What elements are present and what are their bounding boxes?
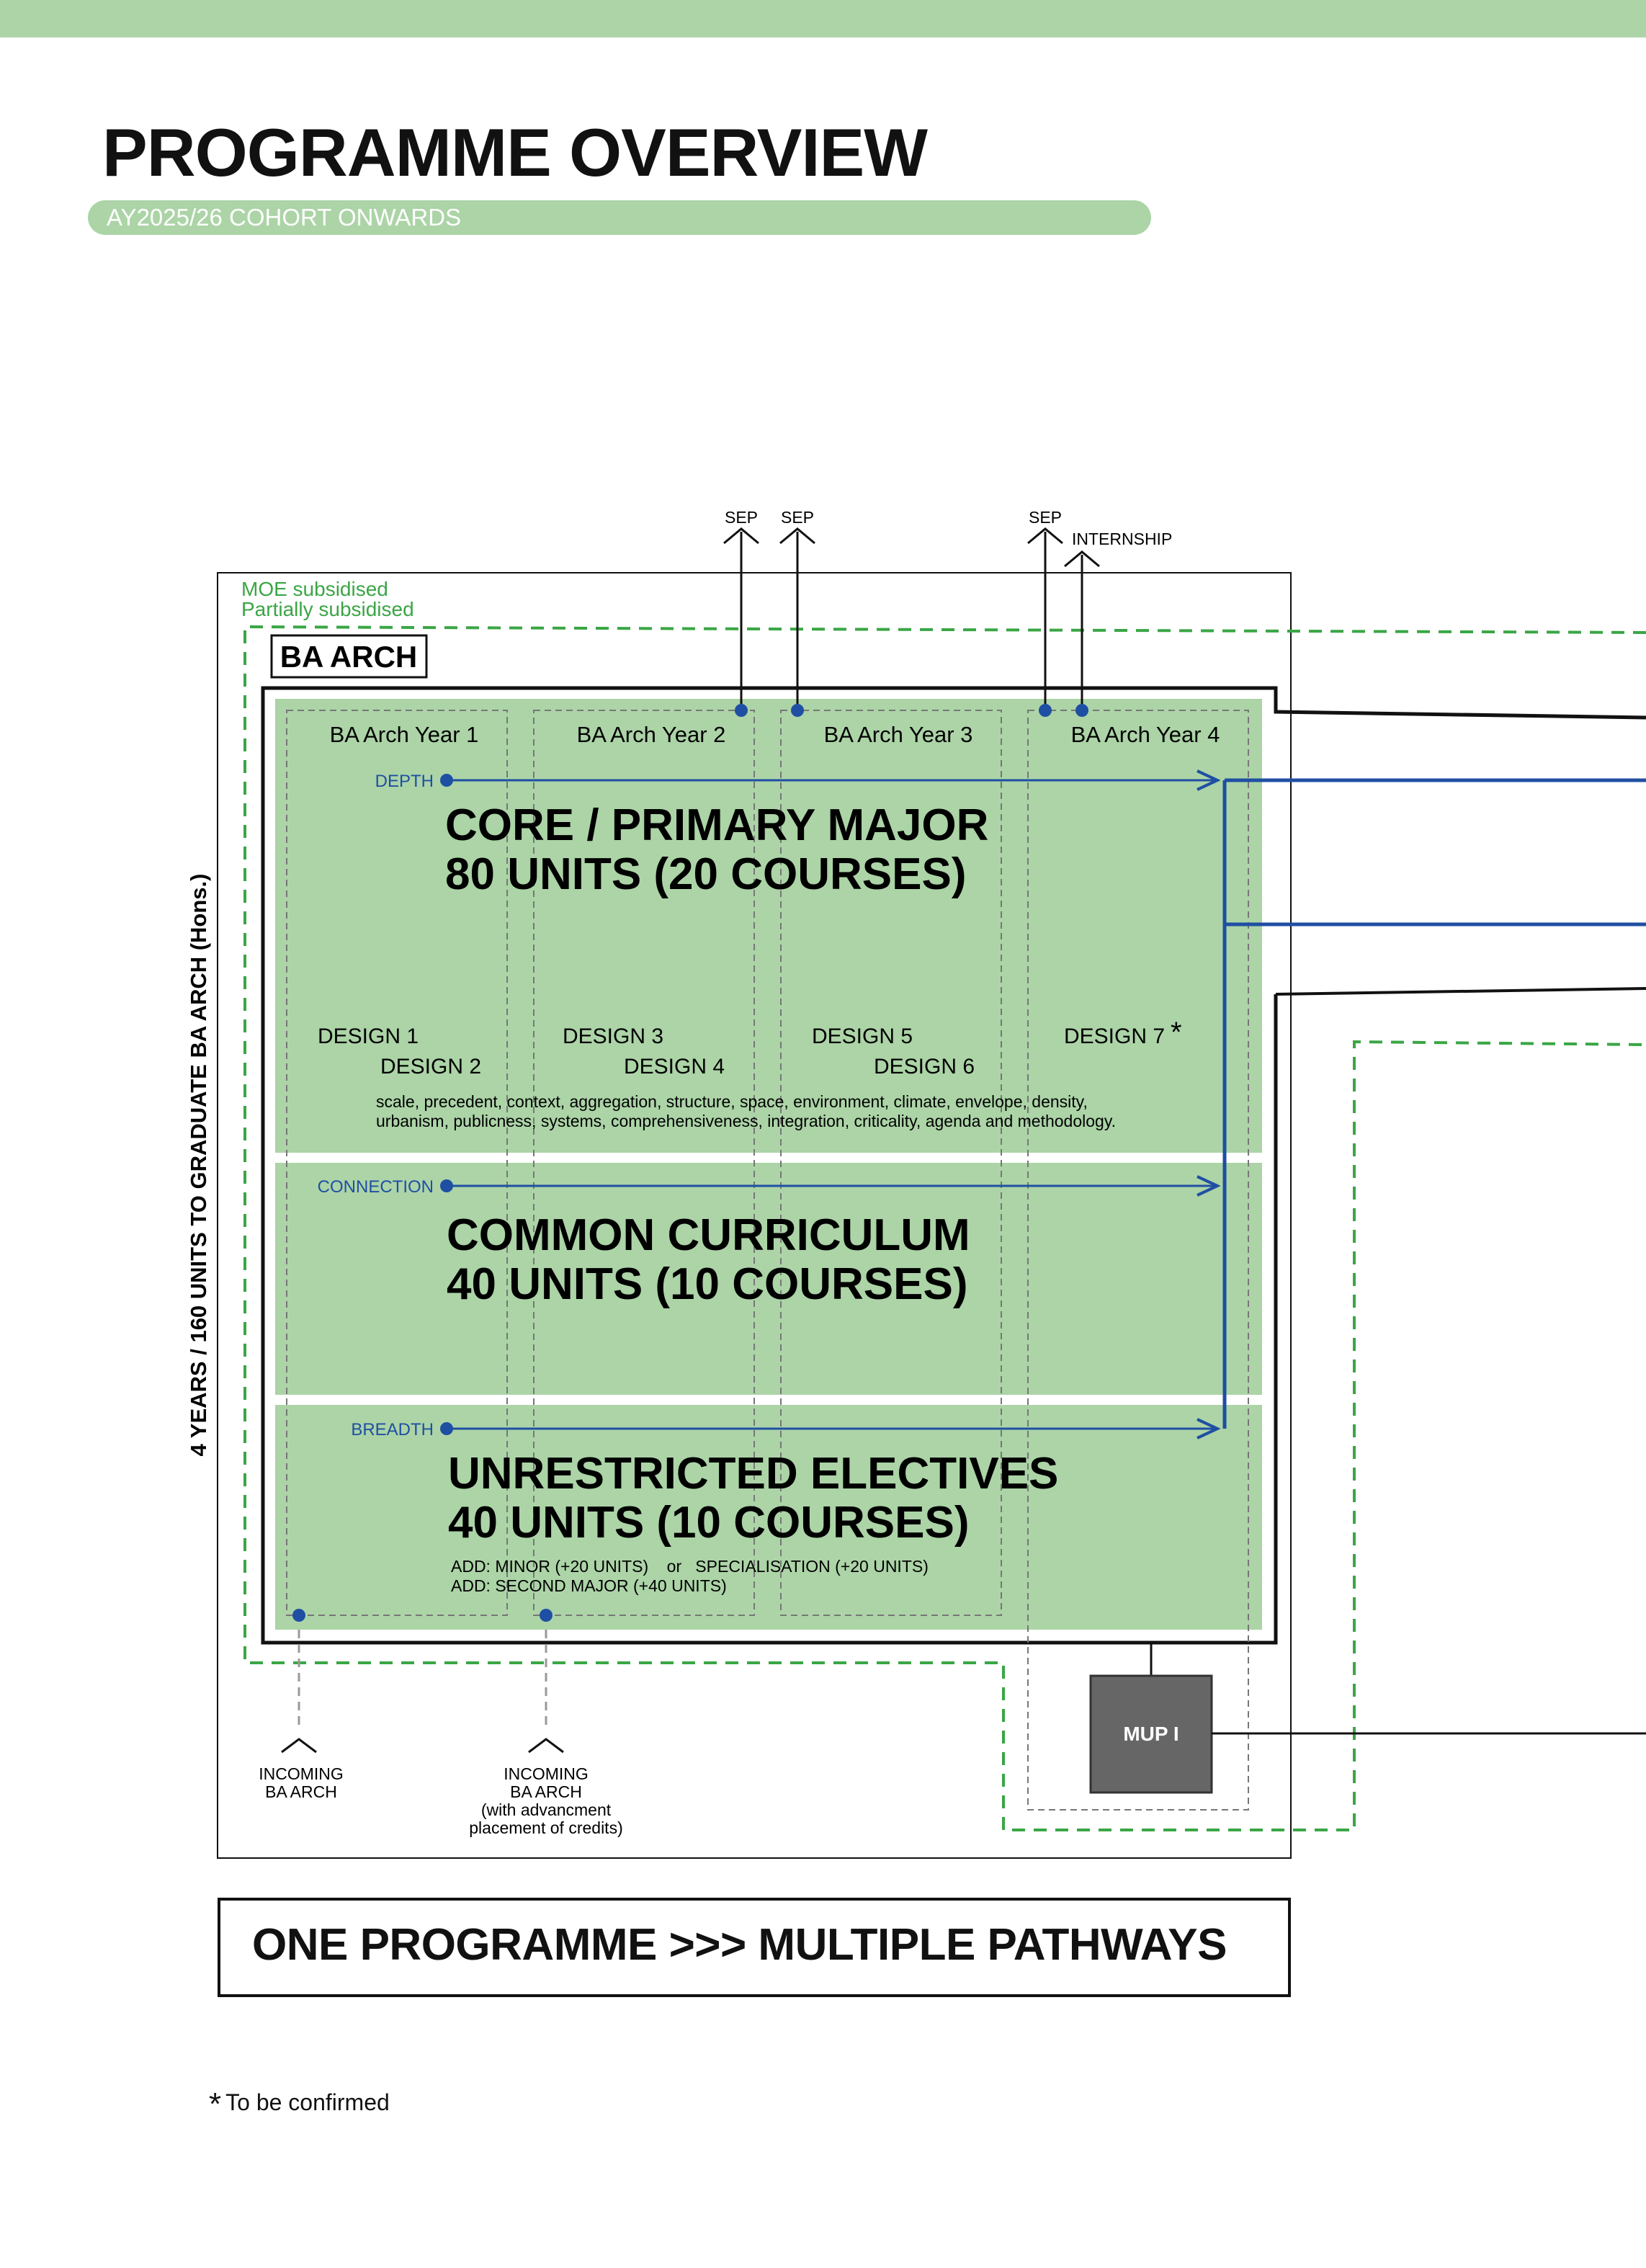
breadth-tag: BREADTH [351, 1420, 434, 1439]
exit-sep-3 [1027, 527, 1063, 710]
year-3-column [780, 710, 1002, 1616]
common-band [275, 1163, 1262, 1395]
tagline-box [218, 1898, 1291, 1997]
design-6: DESIGN 6 [874, 1055, 975, 1079]
depth-tag: DEPTH [375, 772, 434, 791]
core-keywords-line2: urbanism, publicness, systems, comprehen… [376, 1112, 1116, 1130]
incoming-2-line1: INCOMING [504, 1764, 589, 1783]
partial-subsidised-label: Partially subsidised [241, 598, 414, 620]
partial-subsidy-boundary [243, 625, 1646, 1831]
incoming-1-line1: INCOMING [259, 1764, 344, 1783]
exit-sep-2-label: SEP [781, 508, 814, 527]
exit-sep-3-dot [1039, 704, 1052, 717]
electives-add-line2: ADD: SECOND MAJOR (+40 UNITS) [451, 1576, 727, 1595]
incoming-2-dot [540, 1609, 553, 1622]
footnote: *To be confirmed [209, 2086, 390, 2122]
core-title-line1: CORE / PRIMARY MAJOR [445, 800, 988, 850]
year-label-4: BA Arch Year 4 [1071, 722, 1220, 747]
common-title-line2: 40 UNITS (10 COURSES) [447, 1259, 968, 1309]
design-7-tbc-mark: * [1171, 1017, 1182, 1048]
cohort-subtitle: AY2025/26 COHORT ONWARDS [88, 200, 1151, 235]
exit-sep-1-label: SEP [725, 508, 758, 527]
incoming-2-line2: BA ARCH [510, 1782, 582, 1801]
year-label-1: BA Arch Year 1 [330, 722, 479, 747]
mup-label: MUP I [1123, 1723, 1178, 1745]
incoming-2-chevron [528, 1738, 564, 1754]
footnote-text: To be confirmed [225, 2089, 390, 2115]
core-band [275, 699, 1262, 1153]
incoming-1-line2: BA ARCH [265, 1782, 337, 1801]
exit-sep-1-dot [735, 704, 748, 717]
electives-add-line1: ADD: MINOR (+20 UNITS) or SPECIALISATION… [451, 1557, 929, 1576]
tagline: ONE PROGRAMME >>> MULTIPLE PATHWAYS [252, 1920, 1227, 1970]
core-title-line2: 80 UNITS (20 COURSES) [445, 849, 967, 899]
design-3: DESIGN 3 [563, 1024, 663, 1048]
incoming-2-line4: placement of credits) [469, 1818, 622, 1837]
design-4: DESIGN 4 [624, 1055, 725, 1079]
electives-band [275, 1405, 1262, 1630]
ba-arch-label-box [270, 634, 428, 679]
year-1-column [286, 710, 508, 1616]
footnote-mark: * [209, 2086, 222, 2122]
incoming-1-dot [292, 1609, 305, 1622]
common-title-line1: COMMON CURRICULUM [447, 1210, 970, 1260]
core-keywords-line1: scale, precedent, context, aggregation, … [376, 1092, 1088, 1111]
ba-arch-frame [261, 686, 1646, 1645]
exit-sep-2-dot [791, 704, 804, 717]
top-accent-bar [0, 0, 1646, 37]
connection-tag: CONNECTION [318, 1177, 434, 1197]
diagram-outer-frame [217, 572, 1292, 1859]
year-4-column [1027, 710, 1249, 1811]
side-duration-label: 4 YEARS / 160 UNITS TO GRADUATE BA ARCH … [186, 874, 211, 1457]
design-1: DESIGN 1 [318, 1024, 419, 1048]
exit-sep-1 [723, 527, 759, 710]
page-title: PROGRAMME OVERVIEW [102, 115, 928, 190]
year-2-column [533, 710, 755, 1616]
ba-arch-label: BA ARCH [280, 640, 418, 674]
moe-subsidised-label: MOE subsidised [241, 578, 388, 600]
exit-internship-dot [1075, 704, 1088, 717]
exit-sep-3-label: SEP [1029, 508, 1062, 527]
design-7: DESIGN 7 [1064, 1024, 1165, 1048]
incoming-1-chevron [281, 1738, 317, 1754]
exit-sep-2 [779, 527, 815, 710]
year-label-2: BA Arch Year 2 [577, 722, 726, 747]
design-5: DESIGN 5 [812, 1024, 913, 1048]
electives-title-line1: UNRESTRICTED ELECTIVES [448, 1449, 1058, 1499]
design-2: DESIGN 2 [380, 1055, 481, 1079]
ba-arch-frame-right-extension [1275, 987, 1646, 996]
electives-title-line2: 40 UNITS (10 COURSES) [448, 1498, 970, 1548]
year-label-3: BA Arch Year 3 [824, 722, 973, 747]
exit-internship [1064, 550, 1100, 710]
exit-internship-label: INTERNSHIP [1072, 530, 1172, 548]
incoming-2-line3: (with advancment [481, 1800, 612, 1819]
